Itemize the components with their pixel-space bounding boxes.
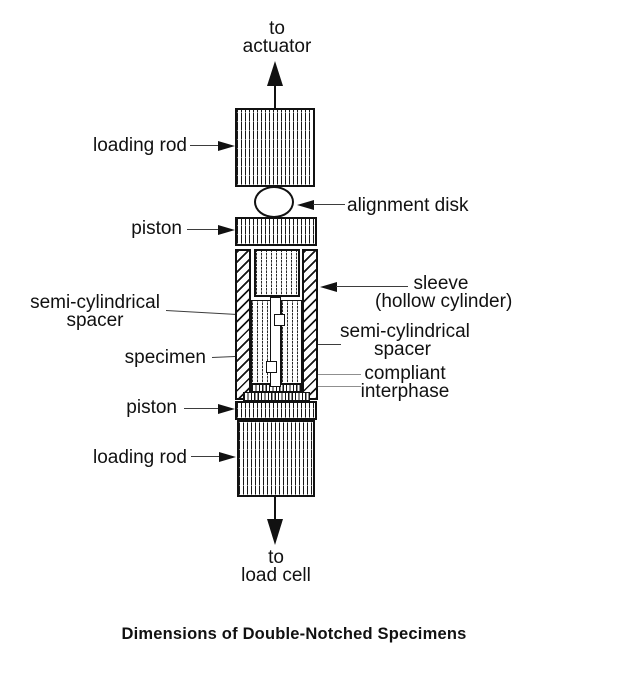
alignment-disk-leader <box>313 204 345 205</box>
sleeve-leader <box>336 286 408 287</box>
compliant-interphase-leader-2 <box>286 386 361 387</box>
loading-rod-bottom-leader <box>191 456 219 457</box>
sleeve-bottom-bar <box>243 392 310 401</box>
piston-top-arrowhead-icon <box>218 225 235 235</box>
alignment-disk <box>254 186 294 218</box>
piston-bottom-leader <box>184 408 218 409</box>
specimen-label: specimen <box>124 347 206 368</box>
sleeve-arrowhead-icon <box>320 282 337 292</box>
loading-rod-top-leader <box>190 145 220 146</box>
loading-rod-bottom <box>237 420 315 497</box>
loading-rod-top <box>235 108 315 187</box>
semi-cylindrical-spacer-right <box>281 300 302 384</box>
sleeve-label: sleeve (hollow cylinder) <box>375 273 513 312</box>
piston-bottom-label: piston <box>126 397 177 418</box>
piston-top-label: piston <box>131 218 182 239</box>
loading-rod-top-arrowhead-icon <box>218 141 235 151</box>
figure-caption: Dimensions of Double-Notched Specimens <box>121 625 467 643</box>
to-actuator-label: to actuator <box>242 18 312 57</box>
piston-bottom-arrowhead-icon <box>218 404 235 414</box>
spacer-right-leader <box>309 344 341 345</box>
spacer-right-label: semi-cylindrical spacer <box>340 321 470 360</box>
alignment-disk-label: alignment disk <box>347 195 469 216</box>
specimen-notch-lower <box>266 361 277 373</box>
alignment-disk-arrowhead-icon <box>297 200 314 210</box>
inner-piston-shaft <box>254 249 300 297</box>
spacer-left-leader <box>165 310 244 316</box>
piston-top <box>235 217 317 246</box>
down-arrow-icon <box>267 519 283 545</box>
compliant-interphase-label: compliant interphase <box>360 363 450 402</box>
compliant-interphase-leader-1 <box>296 374 361 375</box>
loading-rod-bottom-label: loading rod <box>92 447 187 468</box>
specimen <box>270 297 281 387</box>
up-arrow-shaft <box>274 84 276 109</box>
sleeve-left-wall <box>235 249 251 400</box>
sleeve-right-wall <box>302 249 318 400</box>
piston-bottom <box>235 401 317 420</box>
specimen-notch-upper <box>274 314 285 326</box>
piston-top-leader <box>187 229 218 230</box>
semi-cylindrical-spacer-left <box>251 300 271 384</box>
down-arrow-shaft <box>274 497 276 519</box>
to-load-cell-label: to load cell <box>241 547 311 586</box>
up-arrow-icon <box>267 61 283 86</box>
spacer-left-label: semi-cylindrical spacer <box>30 292 160 331</box>
loading-rod-top-label: loading rod <box>92 135 187 156</box>
loading-rod-bottom-arrowhead-icon <box>219 452 236 462</box>
